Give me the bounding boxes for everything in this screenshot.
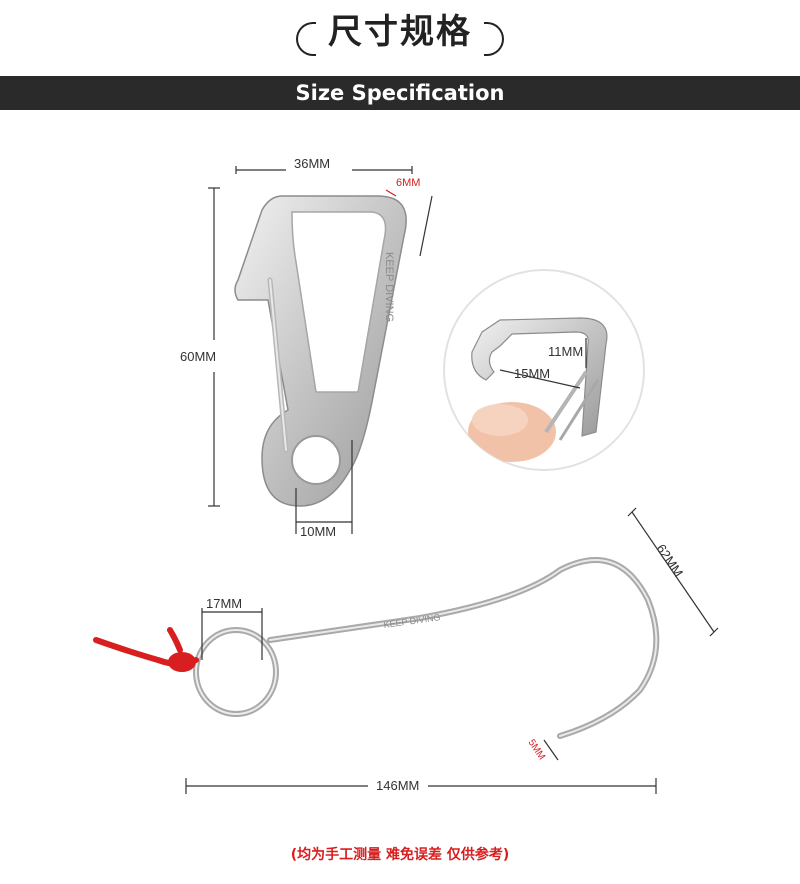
hook-image: KEEP DIVING xyxy=(93,557,660,739)
carabiner-brand-mark: KEEP DIVING xyxy=(383,252,395,322)
hook-brand-mark: KEEP DIVING xyxy=(383,612,441,630)
inset-depth-label: 15MM xyxy=(514,366,550,381)
hook-bend-label: 62MM xyxy=(654,541,687,579)
carabiner-wall-label: 6MM xyxy=(396,177,420,189)
gate-detail-inset xyxy=(443,269,645,471)
carabiner-width-label: 36MM xyxy=(294,156,330,171)
hook-tip-label: 5MM xyxy=(526,738,548,763)
section-title: Size Specification xyxy=(0,76,800,110)
inset-gap-label: 11MM xyxy=(548,344,583,359)
hook-length-label: 146MM xyxy=(376,778,419,793)
page-title: 尺寸规格 xyxy=(328,12,472,52)
carabiner-image: KEEP DIVING xyxy=(234,195,407,507)
hook-dimension-lines xyxy=(185,507,719,794)
carabiner-eye-label: 10MM xyxy=(300,524,336,539)
carabiner-dimension-lines xyxy=(208,166,433,534)
section-title-text: Size Specification xyxy=(285,81,515,105)
measurement-disclaimer: (均为手工测量 难免误差 仅供参考) xyxy=(290,847,510,863)
hook-loop-label: 17MM xyxy=(206,596,242,611)
carabiner-height-label: 60MM xyxy=(180,349,216,364)
inset-dimension-lines xyxy=(499,338,587,389)
